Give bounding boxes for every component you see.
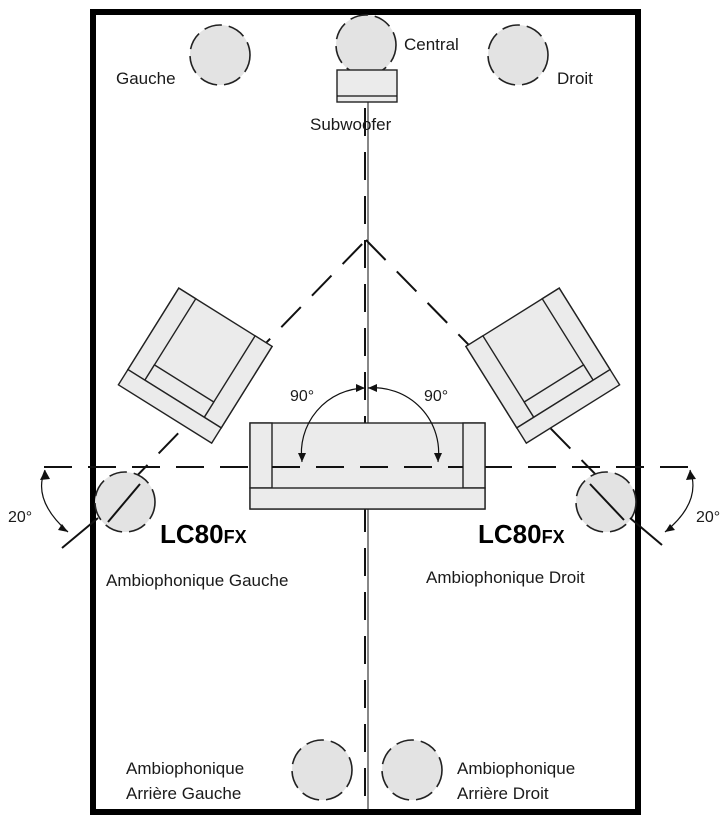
label-surround-right: Ambiophonique Droit <box>426 568 585 587</box>
tilt-line-left <box>61 517 99 549</box>
label-rear-right-2: Arrière Droit <box>457 784 549 803</box>
label-angle-right: 90° <box>424 388 448 405</box>
label-center: Central <box>404 35 459 54</box>
arc-20-left-arrowhead-top <box>40 470 50 480</box>
arc-90-right-arrowhead-top <box>368 384 377 392</box>
model-right-suffix: FX <box>542 527 565 547</box>
label-right: Droit <box>557 69 593 88</box>
label-surround-left: Ambiophonique Gauche <box>106 571 288 590</box>
subwoofer-box <box>336 69 398 103</box>
arc-90-right-arrowhead-bottom <box>434 453 442 462</box>
speaker-rear-left <box>291 739 353 801</box>
label-tilt-right: 20° <box>696 509 720 526</box>
armchair-right <box>464 287 621 445</box>
speaker-rear-right <box>381 739 443 801</box>
label-subwoofer: Subwoofer <box>310 115 392 134</box>
arc-90-left-arrowhead-bottom <box>298 453 306 462</box>
listening-triangle-left-line <box>127 239 367 486</box>
arc-90-left <box>300 387 366 463</box>
label-angle-left: 90° <box>290 388 314 405</box>
speaker-surround-left-dir <box>107 483 141 523</box>
label-rear-left-2: Arrière Gauche <box>126 784 241 803</box>
speaker-left <box>189 24 251 86</box>
room-outline <box>90 9 641 815</box>
model-left-main: LC80 <box>160 519 224 549</box>
arc-20-left-arrowhead-bottom <box>58 524 68 532</box>
tilt-line-right <box>629 517 663 546</box>
label-rear-right-1: Ambiophonique <box>457 759 575 778</box>
speaker-right <box>487 24 549 86</box>
armchair-left <box>117 287 274 445</box>
speaker-surround-right-dir <box>589 483 625 521</box>
arc-20-right-arrowhead-bottom <box>665 524 675 532</box>
model-left-suffix: FX <box>224 527 247 547</box>
listening-triangle-right-line <box>365 239 607 486</box>
model-right: LC80FX <box>478 519 565 549</box>
speaker-center <box>335 14 397 76</box>
label-tilt-left: 20° <box>8 509 32 526</box>
label-rear-left-1: Ambiophonique <box>126 759 244 778</box>
model-left: LC80FX <box>160 519 247 549</box>
arc-90-right <box>367 387 440 463</box>
model-right-main: LC80 <box>478 519 542 549</box>
label-left: Gauche <box>116 69 176 88</box>
arc-20-right-arrowhead-top <box>686 470 696 480</box>
arc-90-left-arrowhead-top <box>356 384 365 392</box>
